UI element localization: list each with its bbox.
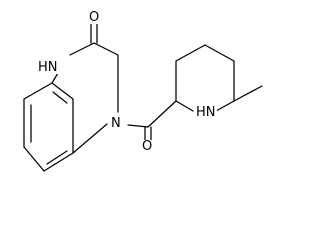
bond-network: [23, 23, 263, 172]
piperidine-bond-5: [215, 100, 235, 112]
piperidine-bond-2: [175, 44, 206, 62]
benzene-bond-5: [51, 82, 74, 100]
piperidine-nh-label: HN: [195, 105, 217, 120]
amide-bond-c-piperidine: [147, 100, 177, 128]
amide-nh-label: HN: [37, 60, 59, 75]
carbonyl-oxygen-top-label: O: [88, 10, 101, 25]
carbonyl-oxygen-bottom-label: O: [141, 139, 154, 154]
piperidine-bond-6: [175, 100, 194, 112]
lactam-bond-n1-c2: [69, 42, 95, 56]
benzene-bond-3: [43, 152, 74, 172]
lactam-bond-n1-c-benzene: [51, 72, 59, 84]
piperidine-bond-3: [204, 44, 235, 62]
benzene-double-bond-3: [52, 91, 68, 104]
lactam-bond-n4-c-benzene: [72, 123, 108, 154]
methyl-bond: [233, 85, 263, 102]
ring-nitrogen-label: N: [110, 116, 122, 131]
chemical-structure-diagram: O HN N O HN: [23, 10, 263, 172]
benzene-double-bond-2: [46, 150, 68, 165]
lactam-bond-c2-c3: [93, 42, 119, 56]
benzene-bond-2: [23, 146, 45, 172]
benzene-bond-6: [23, 82, 53, 100]
